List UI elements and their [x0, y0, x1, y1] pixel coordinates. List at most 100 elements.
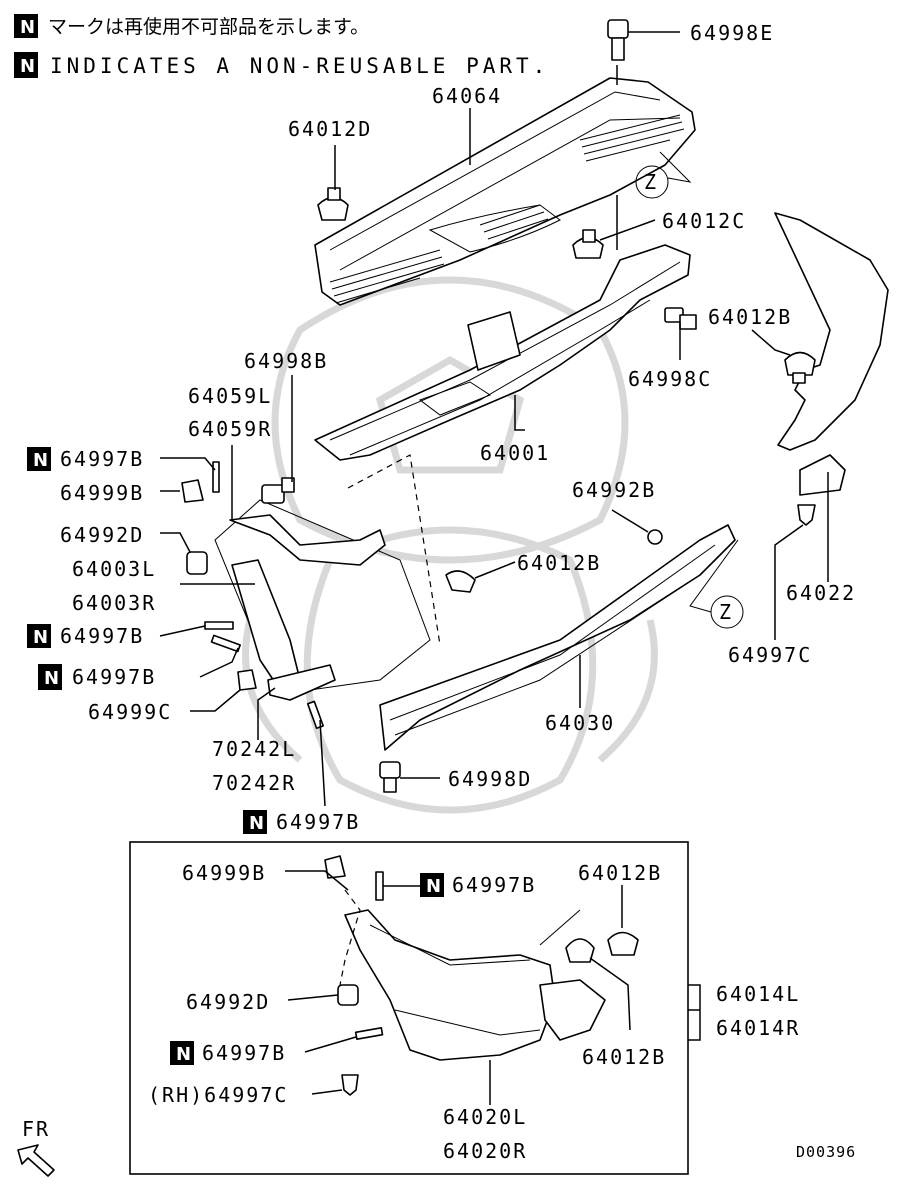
callout-64020L: 64020L — [443, 1105, 527, 1129]
z-top-label: Z — [644, 170, 658, 194]
non-reusable-mark-icon — [38, 664, 62, 690]
callout-64997C-a: 64997C — [728, 643, 812, 667]
note-english: INDICATES A NON-REUSABLE PART. — [50, 54, 549, 78]
fastener-64999B-inset — [324, 855, 346, 879]
non-reusable-mark: N — [249, 813, 264, 834]
z-mid-label: Z — [719, 600, 733, 624]
callout-64999C: 64999C — [88, 700, 172, 724]
non-reusable-mark-icon — [170, 1041, 194, 1065]
part-70242-bracket — [231, 559, 336, 701]
rivet-64997B-inset-top — [375, 871, 384, 901]
fastener-64012B-inset-left — [565, 938, 595, 963]
note-japanese: マークは再使用不可部品を示します。 — [48, 16, 369, 38]
non-reusable-mark: N — [33, 627, 48, 648]
fastener-64998D — [379, 761, 401, 793]
callout-64998C: 64998C — [628, 367, 712, 391]
callout-64992B: 64992B — [572, 478, 656, 502]
rivet-64997B-inset-mid — [354, 1026, 384, 1040]
non-reusable-mark-icon — [420, 873, 444, 897]
bracket-64014 — [688, 984, 701, 1041]
non-reusable-mark-icon — [243, 810, 267, 834]
fastener-64998C — [664, 307, 697, 330]
callout-64999B-a: 64999B — [60, 481, 144, 505]
front-direction-arrow: FR — [17, 1117, 55, 1177]
callout-70242L: 70242L — [212, 737, 296, 761]
fastener-64012B-right — [784, 351, 816, 384]
fastener-64997C-right — [797, 504, 816, 526]
fastener-64012B-inset-right — [607, 931, 639, 956]
callout-64012B-c: 64012B — [578, 861, 662, 885]
non-reusable-mark-icon — [27, 624, 51, 648]
callout-64992D-b: 64992D — [186, 990, 270, 1014]
fastener-64999C — [237, 669, 257, 691]
non-reusable-mark-icon — [14, 14, 38, 38]
callout-64997B-d: 64997B — [276, 810, 360, 834]
callout-64001: 64001 — [480, 441, 550, 465]
fastener-64992D-top — [186, 551, 208, 575]
part-64001-crossmember — [314, 244, 691, 461]
callout-64997B-c: 64997B — [72, 665, 156, 689]
fr-arrow-icon — [17, 1144, 55, 1177]
fastener-64992D-inset — [337, 984, 359, 1006]
callout-64059L: 64059L — [188, 384, 272, 408]
fastener-64012D — [317, 187, 349, 221]
callout-64020R: 64020R — [443, 1139, 527, 1163]
callout-64012B-b: 64012B — [517, 551, 601, 575]
fastener-64998E — [607, 19, 629, 61]
non-reusable-mark: N — [20, 17, 35, 38]
callout-64030: 64030 — [545, 711, 615, 735]
callout-64003R: 64003R — [72, 591, 156, 615]
callout-64064: 64064 — [432, 84, 502, 108]
inset-box-64014: 64999B N 64997B 64012B 64014L 64992D 640… — [129, 841, 800, 1175]
callout-64998B: 64998B — [244, 349, 328, 373]
part-64030-side-rail — [379, 524, 736, 751]
callout-64992D-a: 64992D — [60, 523, 144, 547]
callout-70242R: 70242R — [212, 771, 296, 795]
part-64003-support-frame — [214, 454, 441, 691]
diagram-code: D00396 — [796, 1143, 856, 1161]
rivet-64997B-top — [212, 461, 220, 493]
fastener-64998B — [261, 477, 295, 504]
non-reusable-mark-icon — [14, 52, 38, 78]
part-64064-skid-plate — [314, 77, 696, 306]
callout-64059R: 64059R — [188, 417, 272, 441]
callout-labels: 64998E 64064 64012D 64012C 64012B 64998C… — [27, 21, 856, 834]
non-reusable-mark: N — [426, 876, 441, 897]
callout-64012B-d: 64012B — [582, 1045, 666, 1069]
callout-64012B-a: 64012B — [708, 305, 792, 329]
fr-label: FR — [22, 1117, 50, 1141]
fastener-64012C — [572, 229, 604, 259]
callout-64022: 64022 — [786, 581, 856, 605]
rivet-64997B-mid1 — [204, 621, 234, 630]
callout-64997B-a: 64997B — [60, 447, 144, 471]
callout-64997C-b: (RH)64997C — [148, 1083, 288, 1107]
callout-64998E: 64998E — [690, 21, 774, 45]
fastener-64012B-mid — [445, 570, 476, 593]
leader-lines — [159, 31, 829, 807]
part-side-panel-right — [774, 212, 889, 496]
fastener-64997C-inset — [341, 1074, 359, 1096]
callout-64997B-e: 64997B — [452, 873, 536, 897]
non-reusable-mark: N — [44, 668, 59, 689]
callout-64997B-f: 64997B — [202, 1041, 286, 1065]
callout-64998D: 64998D — [448, 767, 532, 791]
callout-64003L: 64003L — [72, 557, 156, 581]
non-reusable-note: N マークは再使用不可部品を示します。 N INDICATES A NON-RE… — [14, 14, 549, 78]
callout-64999B-b: 64999B — [182, 861, 266, 885]
reference-z-mid: Z — [689, 539, 744, 629]
non-reusable-mark: N — [20, 56, 35, 77]
part-64020-corner-cover — [344, 909, 606, 1061]
rivet-64997B-mid2 — [210, 634, 241, 653]
callout-64012C: 64012C — [662, 209, 746, 233]
reference-z-top: Z — [635, 151, 692, 199]
non-reusable-mark: N — [176, 1044, 191, 1065]
non-reusable-mark: N — [33, 450, 48, 471]
callout-64014L: 64014L — [716, 982, 800, 1006]
callout-64014R: 64014R — [716, 1016, 800, 1040]
fastener-64999B-top — [181, 479, 204, 503]
non-reusable-mark-icon — [27, 447, 51, 471]
callout-64997B-b: 64997B — [60, 624, 144, 648]
callout-64012D: 64012D — [288, 117, 372, 141]
fastener-64992B — [647, 529, 663, 545]
